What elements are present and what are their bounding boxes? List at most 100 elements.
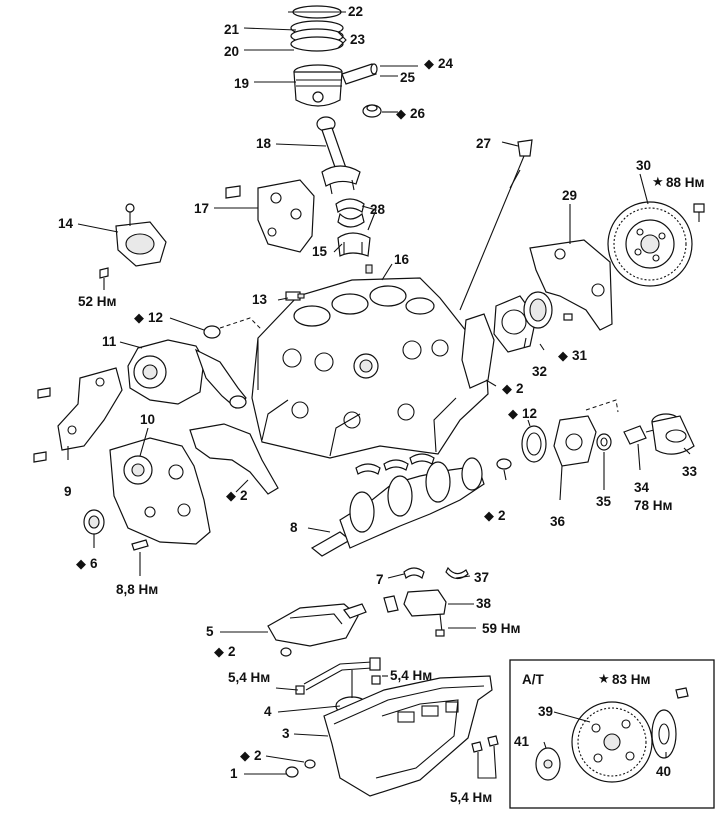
- label-11: 11: [102, 334, 117, 349]
- label-13: 13: [252, 292, 268, 307]
- drive-plate: [571, 701, 653, 783]
- diamond-icon: ◆: [76, 556, 86, 571]
- piston: [293, 64, 343, 107]
- water-pump-housing: [127, 339, 247, 409]
- label-2d: 2: [228, 644, 236, 659]
- label-6: 6: [90, 556, 98, 571]
- diamond-icon: ◆: [214, 644, 224, 659]
- main-bearing-lower: [403, 566, 469, 580]
- part-labels: 22 21 23 20 24 25 19 26 18 27 30 29 17 2…: [58, 4, 698, 781]
- rod-cap: [337, 232, 371, 257]
- oil-filter-bracket: [553, 415, 597, 467]
- label-27: 27: [476, 136, 491, 151]
- label-1: 1: [230, 766, 238, 781]
- label-12a: 12: [148, 310, 163, 325]
- label-2b: 2: [240, 488, 248, 503]
- label-26: 26: [410, 106, 426, 121]
- piston-ring-group: [290, 5, 344, 52]
- at-inset-box: [509, 659, 715, 809]
- connecting-rod: [316, 116, 361, 195]
- torque-52: 52 Нм: [78, 294, 117, 309]
- label-3: 3: [282, 726, 290, 741]
- label-9: 9: [64, 484, 72, 499]
- flywheel: [607, 201, 705, 287]
- diamond-icon: ◆: [424, 56, 434, 71]
- front-cover-gasket: [189, 423, 279, 495]
- main-bearing-cap: [383, 589, 447, 637]
- baffle-nut: [280, 647, 292, 657]
- torque-5-4-bottom: 5,4 Нм: [450, 790, 492, 805]
- engine-mount-bracket: [225, 179, 315, 253]
- label-8: 8: [290, 520, 298, 535]
- main-bearing-shells: [355, 453, 435, 475]
- inset-title: A/T: [522, 672, 545, 687]
- label-17: 17: [194, 201, 209, 216]
- torque-83: 83 Нм: [612, 672, 651, 687]
- oil-filter: [651, 413, 695, 455]
- rear-gasket: [461, 313, 495, 389]
- label-12b: 12: [522, 406, 537, 421]
- thrust-washer: [496, 458, 512, 470]
- front-crank-seal: [83, 509, 105, 535]
- crankshaft: [310, 457, 485, 557]
- label-31: 31: [572, 348, 588, 363]
- label-37: 37: [474, 570, 489, 585]
- diamond-icon: ◆: [508, 406, 518, 421]
- vacuum-pump: [99, 203, 167, 290]
- torque-59: 59 Нм: [482, 621, 521, 636]
- label-39: 39: [538, 704, 553, 719]
- label-4: 4: [264, 704, 272, 719]
- label-34: 34: [634, 480, 650, 495]
- torque-8-8: 8,8 Нм: [116, 582, 158, 597]
- torque-5-4-right: 5,4 Нм: [390, 668, 432, 683]
- label-24: 24: [438, 56, 454, 71]
- diamond-icon: ◆: [558, 348, 568, 363]
- label-40: 40: [656, 764, 671, 779]
- label-2a: 2: [516, 381, 524, 396]
- rear-crank-seal: [523, 291, 573, 329]
- label-28: 28: [370, 202, 386, 217]
- torque-88: 88 Нм: [666, 175, 705, 190]
- label-2c: 2: [498, 508, 506, 523]
- label-2e: 2: [254, 748, 262, 763]
- label-14: 14: [58, 216, 74, 231]
- torque-5-4-left: 5,4 Нм: [228, 670, 270, 685]
- oil-dipstick: [459, 139, 533, 311]
- label-15: 15: [312, 244, 328, 259]
- diamond-icon: ◆: [226, 488, 236, 503]
- star-icon: ★: [652, 174, 664, 189]
- label-19: 19: [234, 76, 249, 91]
- diamond-icon: ◆: [240, 748, 250, 763]
- water-pump-gasket: [203, 317, 263, 339]
- label-41: 41: [514, 734, 530, 749]
- diamond-icon: ◆: [134, 310, 144, 325]
- torque-78: 78 Нм: [634, 498, 673, 513]
- drive-plate-rear-plate: [651, 709, 677, 759]
- piston-pin-bushing: [362, 104, 382, 118]
- label-10: 10: [140, 412, 155, 427]
- cover-bolt: [131, 539, 149, 551]
- diamond-icon: ◆: [484, 508, 494, 523]
- label-5: 5: [206, 624, 214, 639]
- pan-bolts: [471, 735, 499, 753]
- oil-pump-front-cover: [109, 437, 211, 545]
- alternator-bracket: [33, 367, 123, 463]
- note-symbols: ◆ ◆ ◆ ◆ ◆ ◆ ◆ ◆ ◆ ◆ ◆ ★ ★: [76, 56, 664, 763]
- drive-plate-spacer: [535, 747, 561, 781]
- label-35: 35: [596, 494, 612, 509]
- label-23: 23: [350, 32, 366, 47]
- filter-oring: [596, 433, 612, 451]
- label-21: 21: [224, 22, 240, 37]
- diamond-icon: ◆: [396, 106, 406, 121]
- label-32: 32: [532, 364, 547, 379]
- filter-bracket-gasket: [521, 425, 547, 463]
- label-7: 7: [376, 572, 384, 587]
- torque-labels: 88 Нм 52 Нм 78 Нм 8,8 Нм 59 Нм 5,4 Нм 5,…: [78, 175, 705, 805]
- oil-baffle: [267, 603, 367, 647]
- cylinder-block: [251, 277, 489, 459]
- piston-pin: [341, 63, 378, 85]
- label-30: 30: [636, 158, 651, 173]
- rear-end-plate: [529, 239, 613, 331]
- label-25: 25: [400, 70, 416, 85]
